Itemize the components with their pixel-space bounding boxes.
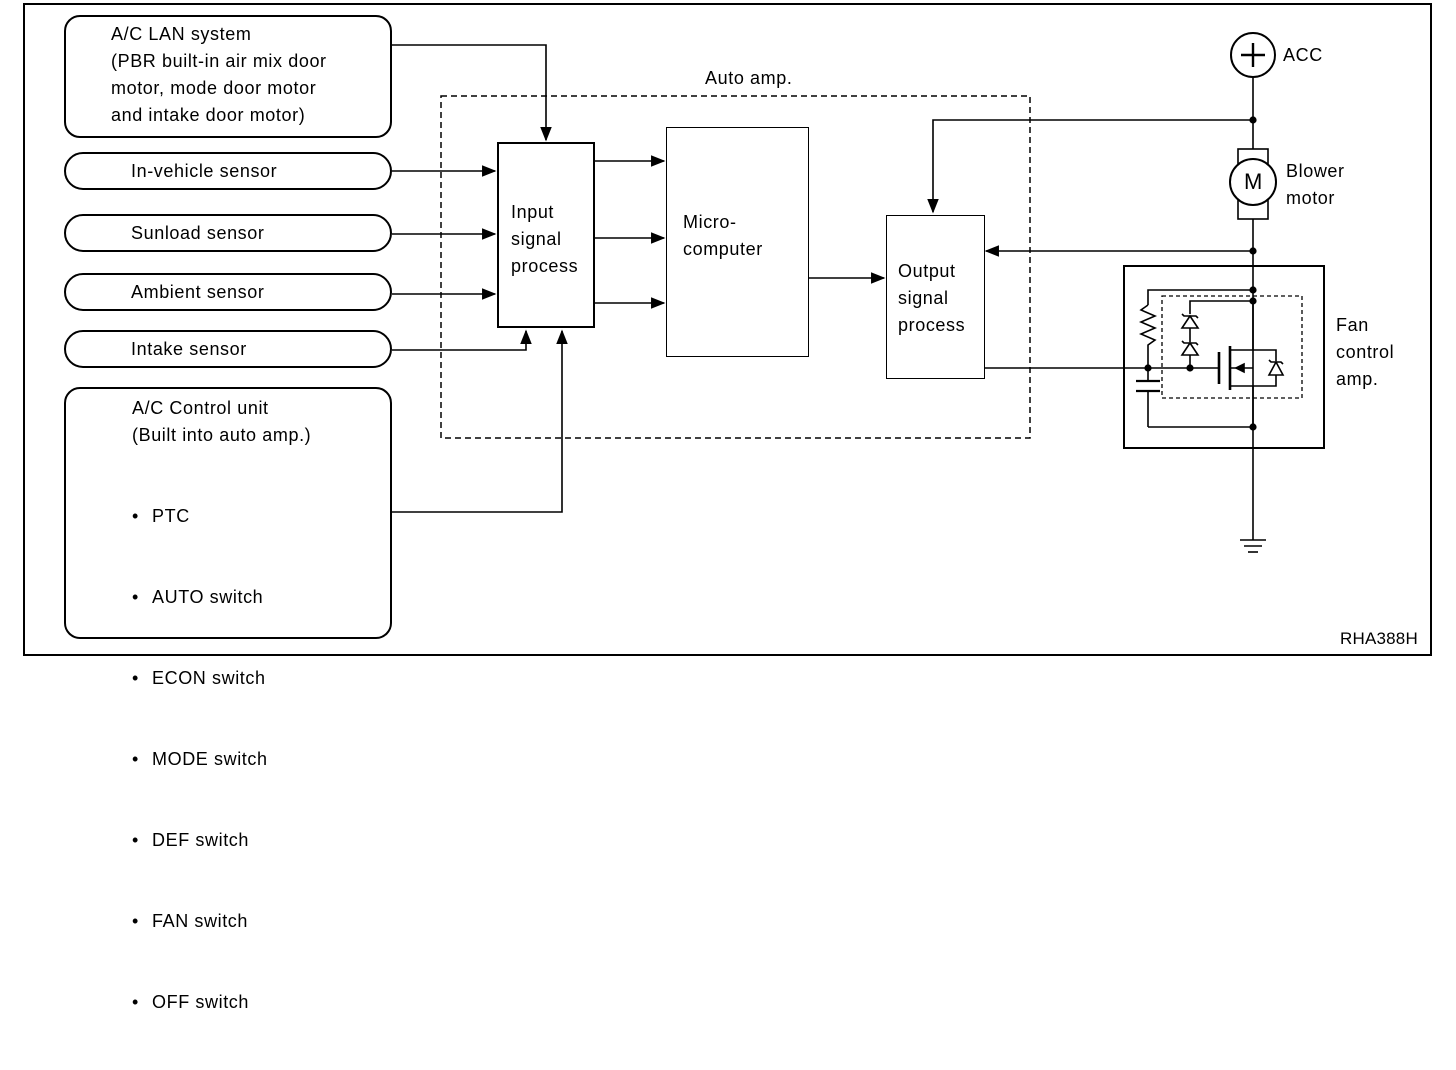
ambient-sensor-box: Ambient sensor	[64, 273, 392, 311]
output-block-line-2: signal	[898, 288, 949, 308]
figure-code: RHA388H	[1340, 629, 1418, 648]
fan-control-amp	[1123, 265, 1325, 449]
blower-label-1: Blower	[1286, 161, 1345, 181]
list-item: ECON switch	[132, 665, 268, 692]
fan-control-amp-box	[1123, 265, 1325, 449]
list-item: DEF switch	[132, 827, 268, 854]
ac-lan-line-2: (PBR built-in air mix door	[111, 51, 327, 71]
list-item: AUTO switch	[132, 584, 268, 611]
list-item: MODE switch	[132, 746, 268, 773]
output-block-line-1: Output	[898, 261, 956, 281]
sunload-sensor-box: Sunload sensor	[64, 214, 392, 252]
intake-sensor-box: Intake sensor	[64, 330, 392, 368]
micro-block-line-1: Micro-	[683, 212, 737, 232]
fan-label-1: Fan	[1336, 315, 1369, 335]
output-block-line-3: process	[898, 315, 966, 335]
list-item: FAN switch	[132, 908, 268, 935]
microcomputer-block: Micro- computer	[666, 127, 809, 357]
input-block-line-2: signal	[511, 229, 562, 249]
ac-lan-system-box: A/C LAN system (PBR built-in air mix doo…	[64, 15, 392, 138]
ac-lan-line-3: motor, mode door motor	[111, 78, 317, 98]
blower-feedback-arrow-top	[927, 119, 1253, 214]
micro-block-line-2: computer	[683, 239, 763, 259]
power-circuit	[1229, 32, 1277, 553]
ac-lan-line-4: and intake door motor)	[111, 105, 306, 125]
ambient-sensor-label: Ambient sensor	[131, 282, 265, 302]
in-vehicle-sensor-label: In-vehicle sensor	[131, 161, 278, 181]
fan-control-ic-region	[1161, 295, 1303, 399]
mosfet-icon	[1217, 301, 1285, 427]
blower-label-2: motor	[1286, 188, 1336, 208]
list-item: OFF switch	[132, 989, 268, 1016]
lan-to-input-arrow	[392, 44, 552, 142]
list-item: PTC	[132, 503, 268, 530]
ac-control-unit-box: A/C Control unit (Built into auto amp.) …	[64, 387, 392, 1012]
intake-sensor-label: Intake sensor	[131, 339, 247, 359]
control-unit-arrow	[392, 329, 568, 513]
resistor-icon	[1138, 304, 1158, 368]
diagram-frame	[23, 3, 1432, 656]
acc-label: ACC	[1283, 45, 1323, 65]
fan-label-2: control	[1336, 342, 1395, 362]
intake-arrow	[392, 329, 532, 351]
capacitor-icon	[1136, 368, 1160, 427]
motor-icon	[1229, 148, 1277, 220]
motor-symbol: M	[1244, 169, 1263, 194]
input-block-line-1: Input	[511, 202, 555, 222]
wiring-layer	[392, 32, 1325, 553]
fan-label-3: amp.	[1336, 369, 1379, 389]
auto-amp-region	[440, 95, 1031, 439]
zener-diode-icon	[1180, 300, 1253, 368]
input-block-line-3: process	[511, 256, 579, 276]
control-unit-title: A/C Control unit	[132, 398, 269, 418]
auto-amp-label: Auto amp.	[705, 68, 793, 88]
sunload-sensor-label: Sunload sensor	[131, 223, 265, 243]
in-vehicle-sensor-box: In-vehicle sensor	[64, 152, 392, 190]
control-unit-subtitle: (Built into auto amp.)	[132, 425, 312, 445]
ac-lan-line-1: A/C LAN system	[111, 24, 252, 44]
input-signal-process-block: Input signal process	[497, 142, 595, 328]
ground-icon	[1240, 539, 1266, 553]
control-unit-items: PTC AUTO switch ECON switch MODE switch …	[132, 449, 268, 1070]
output-signal-process-block: Output signal process	[886, 215, 985, 379]
input-connections	[392, 44, 1253, 513]
